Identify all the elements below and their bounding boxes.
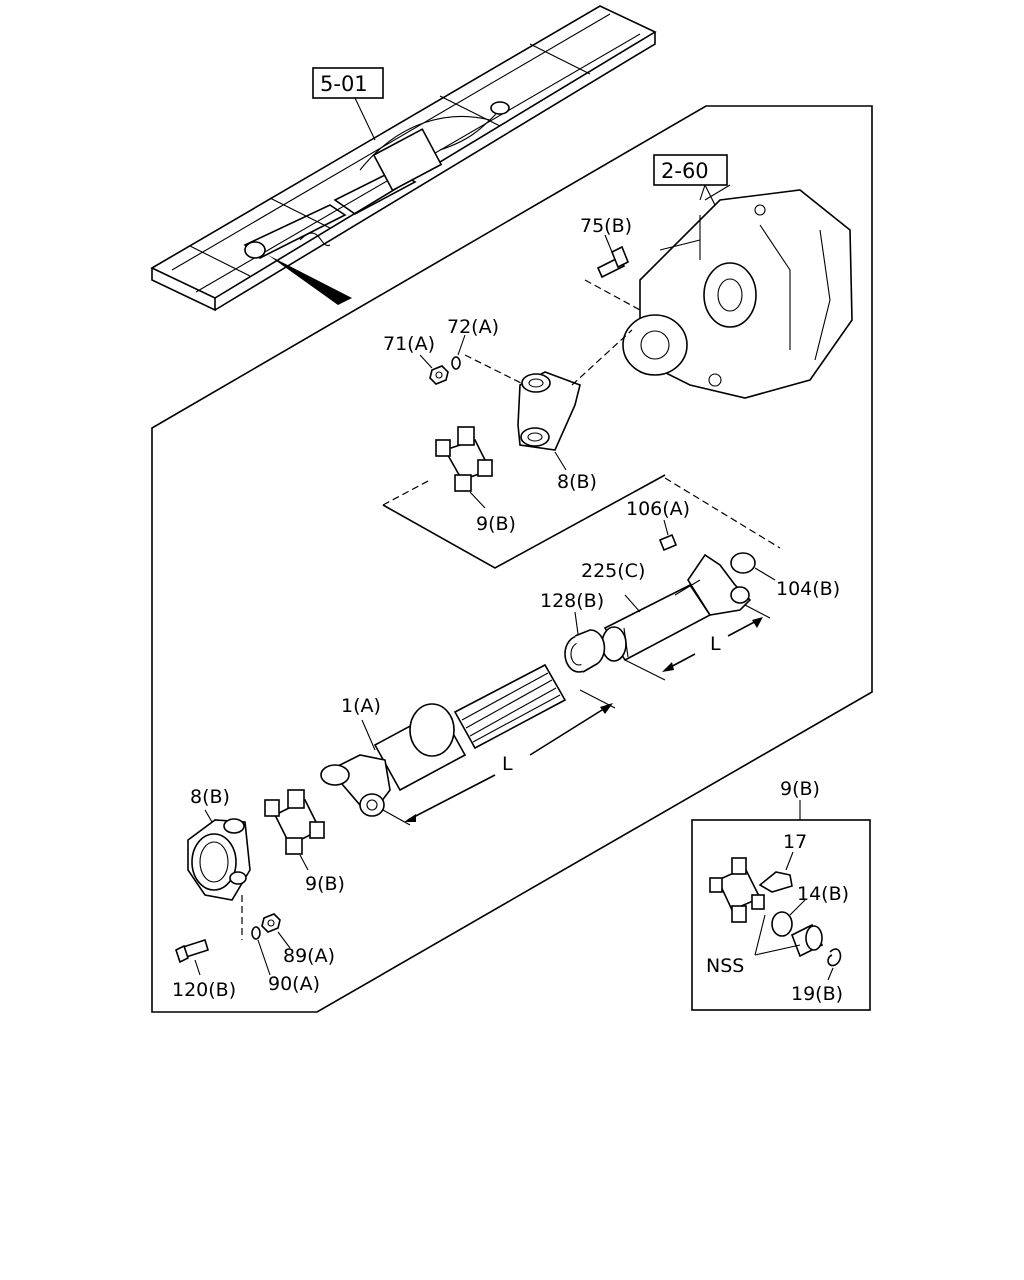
bolt-75b bbox=[584, 234, 641, 311]
ref-box-2-60[interactable]: 2-60 bbox=[653, 154, 728, 206]
label-128b: 128(B) bbox=[540, 590, 604, 612]
nut-71a bbox=[419, 354, 449, 385]
grease-fitting-106a bbox=[658, 519, 678, 552]
label-8b-top: 8(B) bbox=[557, 471, 597, 493]
label-inset-19b: 19(B) bbox=[791, 983, 843, 1005]
label-120b: 120(B) bbox=[172, 979, 236, 1001]
label-9b-top: 9(B) bbox=[476, 513, 516, 535]
label-l-upper: L bbox=[710, 633, 721, 655]
bolt-120b bbox=[175, 938, 209, 976]
sleeve-yoke-225c bbox=[601, 553, 752, 662]
seal-128b bbox=[564, 611, 606, 673]
flange-yoke-8b-bottom bbox=[187, 809, 251, 940]
label-106a: 106(A) bbox=[626, 498, 690, 520]
inset-spider-kit bbox=[691, 800, 871, 1011]
ref-box-5-01[interactable]: 5-01 bbox=[312, 67, 384, 99]
label-inset-17: 17 bbox=[783, 831, 807, 853]
label-1a: 1(A) bbox=[341, 695, 381, 717]
length-dimension-lower bbox=[382, 689, 616, 826]
flange-yoke-8b-top bbox=[517, 329, 633, 471]
spider-9b-bottom bbox=[264, 789, 325, 871]
label-8b-bottom: 8(B) bbox=[190, 786, 230, 808]
label-225c: 225(C) bbox=[581, 560, 645, 582]
label-71a: 71(A) bbox=[383, 333, 435, 355]
washer-90a bbox=[251, 926, 271, 976]
length-dimension-upper bbox=[624, 604, 771, 681]
label-inset-9b: 9(B) bbox=[780, 778, 820, 800]
label-inset-14b: 14(B) bbox=[797, 883, 849, 905]
spider-9b-top bbox=[382, 426, 666, 569]
cap-104b bbox=[730, 552, 776, 581]
chassis-frame-illustration bbox=[150, 5, 657, 312]
ref-box-2-60-text: 2-60 bbox=[661, 159, 709, 183]
label-9b-bottom: 9(B) bbox=[305, 873, 345, 895]
label-72a: 72(A) bbox=[447, 316, 499, 338]
ref-box-5-01-text: 5-01 bbox=[320, 72, 368, 96]
transmission-illustration bbox=[622, 184, 853, 399]
nut-89a bbox=[261, 913, 291, 949]
diagram-border bbox=[151, 105, 873, 1013]
label-l-lower: L bbox=[502, 753, 513, 775]
washer-72a bbox=[451, 334, 466, 370]
label-90a: 90(A) bbox=[268, 973, 320, 995]
label-104b: 104(B) bbox=[776, 578, 840, 600]
label-inset-nss: NSS bbox=[706, 955, 744, 977]
propeller-shaft-1a bbox=[320, 663, 567, 817]
label-89a: 89(A) bbox=[283, 945, 335, 967]
label-75b: 75(B) bbox=[580, 215, 632, 237]
